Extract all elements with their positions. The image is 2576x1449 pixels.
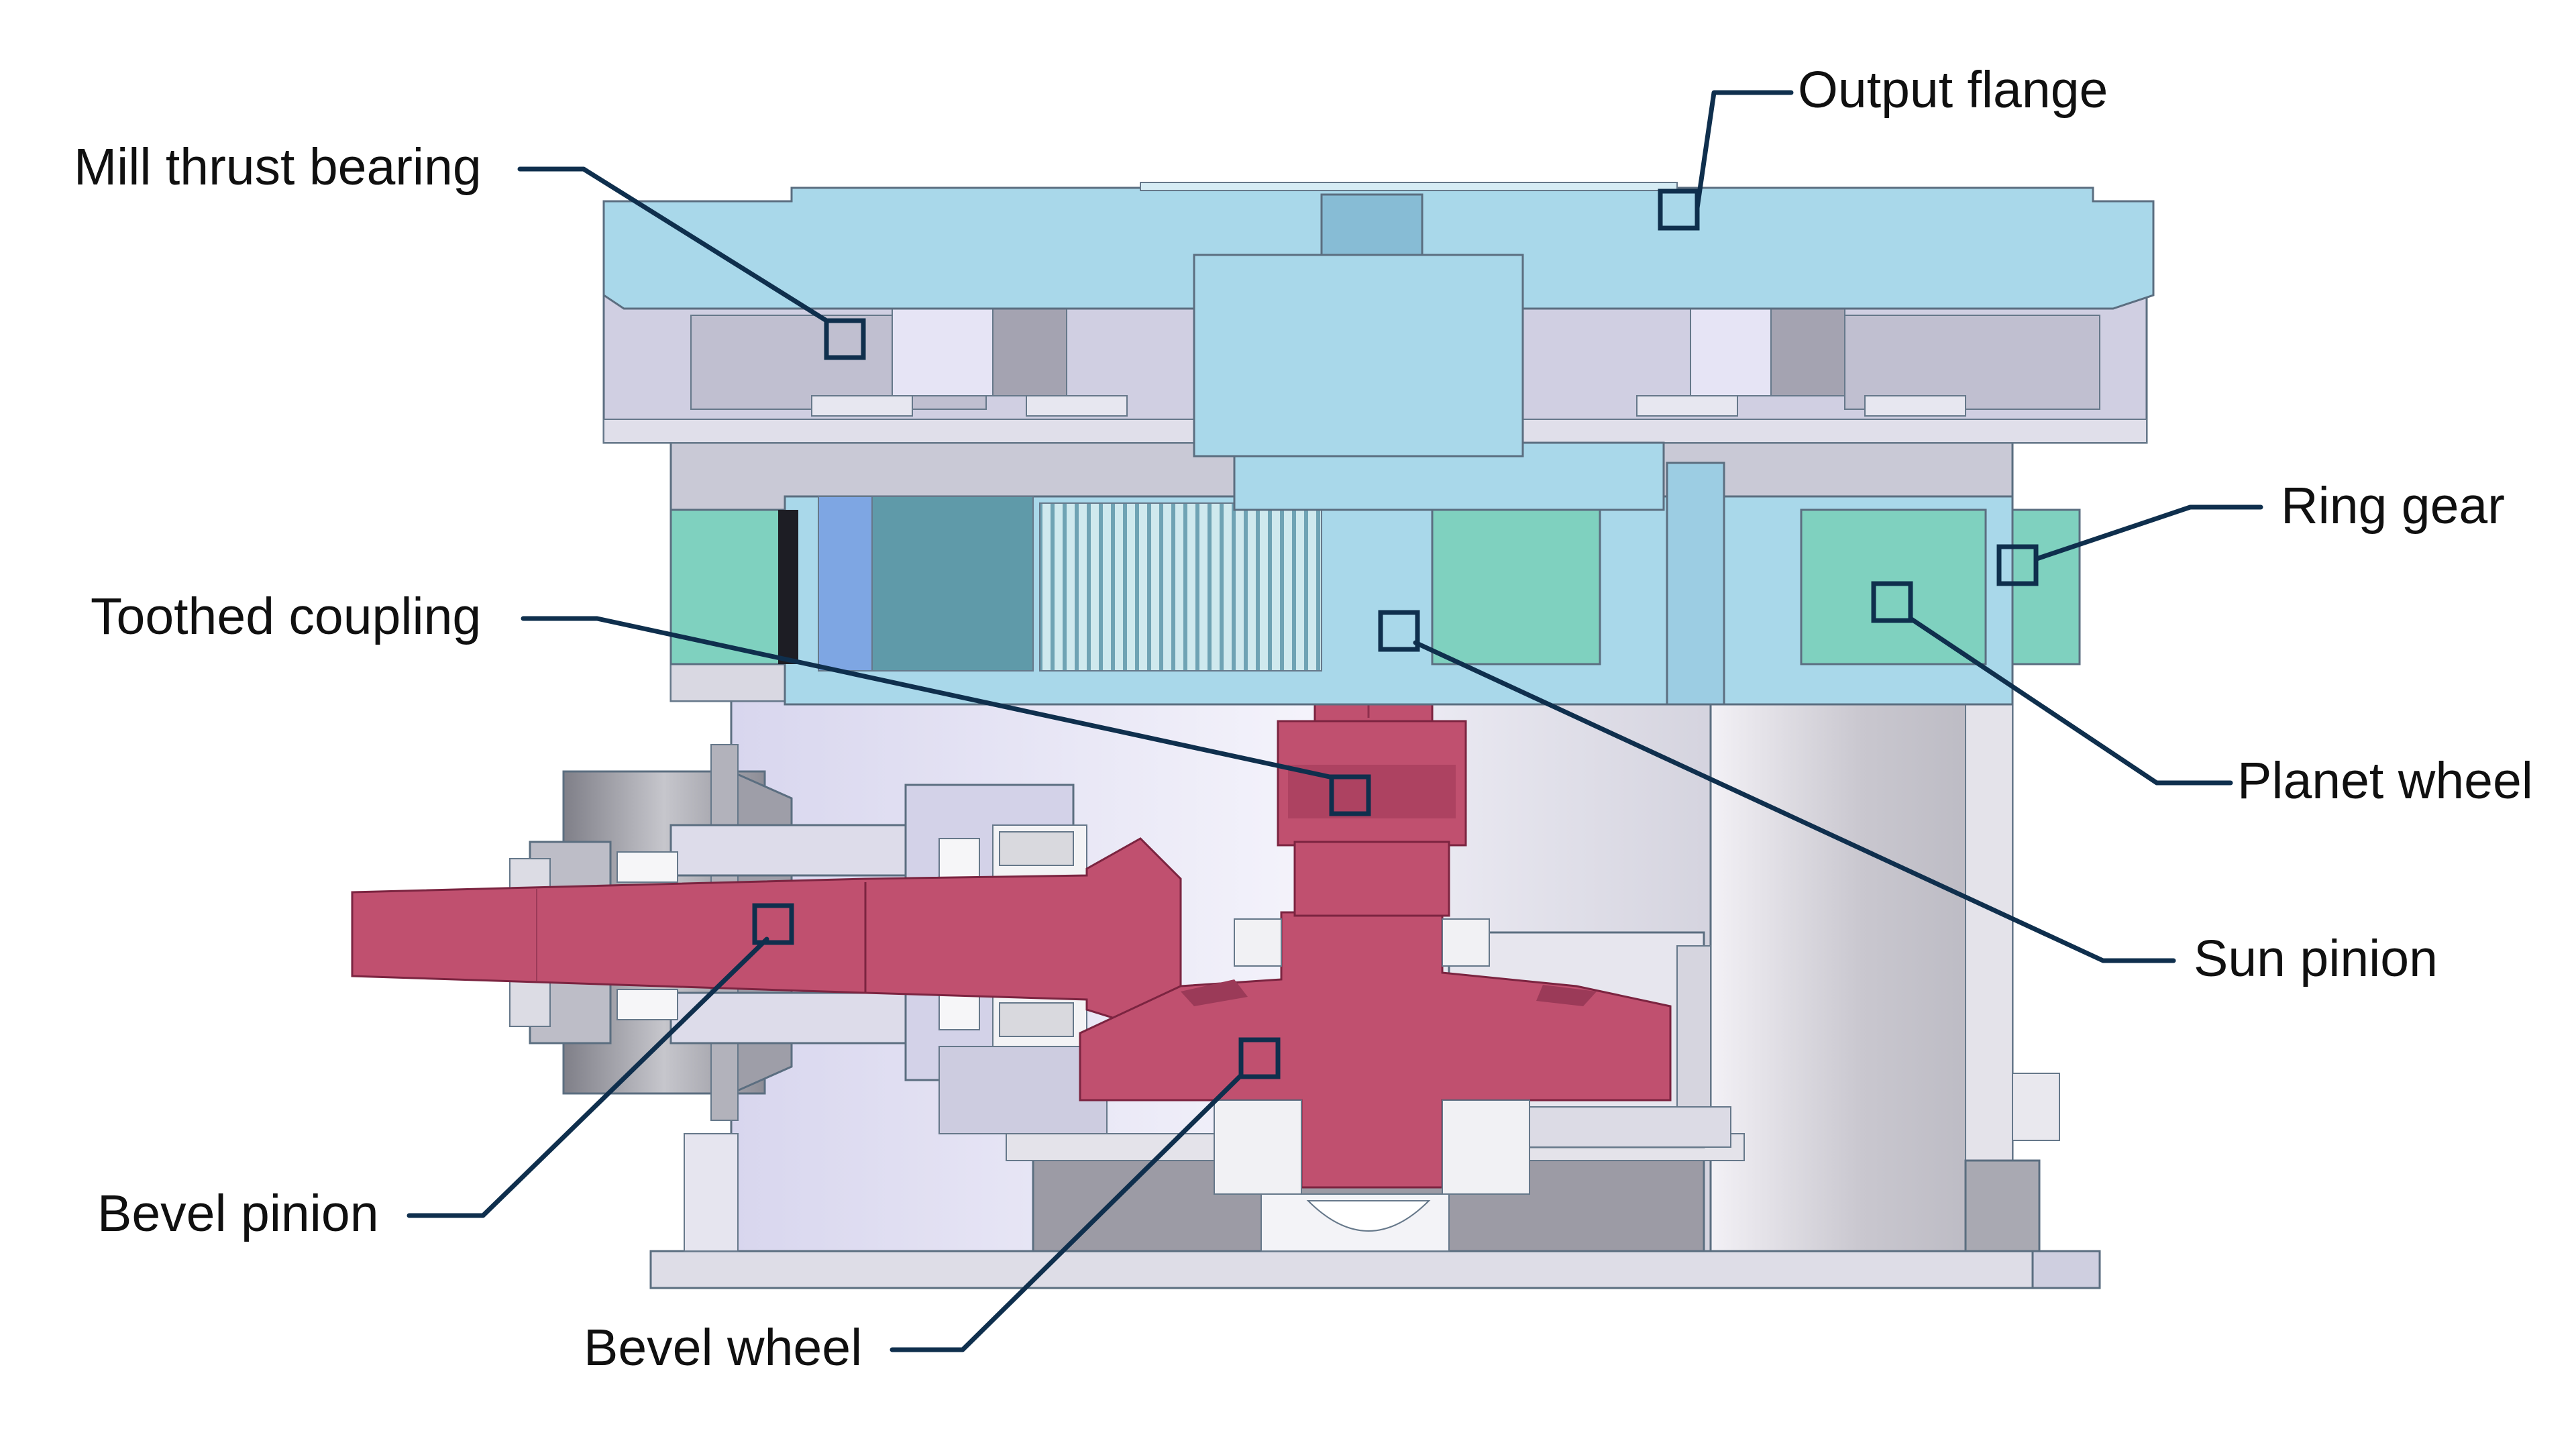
label-ring-gear: Ring gear [2281, 477, 2505, 535]
label-mill-thrust-bearing: Mill thrust bearing [74, 138, 482, 196]
leader-sun-pinion [1413, 640, 2176, 963]
output-flange [602, 182, 2155, 706]
leader-planet-wheel [1908, 616, 2233, 786]
marker-ring-gear [1996, 544, 2039, 586]
leader-toothed-coupling [521, 616, 1332, 780]
marker-planet-wheel [1871, 581, 1913, 623]
marker-sun-pinion [1378, 610, 1420, 652]
marker-output-flange [1658, 189, 1700, 231]
leader-ring-gear [2034, 504, 2263, 561]
part-markers [752, 189, 2039, 1079]
leader-lines [407, 90, 2263, 1352]
label-output-flange: Output flange [1798, 61, 2108, 119]
bevel-wheel-bearings [1214, 918, 1530, 1195]
marker-bevel-pinion [752, 903, 794, 945]
label-bevel-pinion: Bevel pinion [97, 1185, 379, 1242]
leader-output-flange [1695, 90, 1794, 211]
leader-bevel-wheel [890, 1073, 1244, 1352]
label-planet-wheel: Planet wheel [2237, 752, 2533, 810]
label-bevel-wheel: Bevel wheel [584, 1319, 862, 1377]
marker-toothed-coupling [1329, 774, 1371, 816]
label-sun-pinion: Sun pinion [2194, 930, 2438, 987]
marker-bevel-wheel [1238, 1037, 1281, 1079]
leader-mill-thrust-bearing [517, 166, 829, 323]
leader-bevel-pinion [407, 936, 769, 1218]
label-toothed-coupling: Toothed coupling [91, 588, 481, 645]
marker-mill-thrust-bearing [824, 318, 866, 360]
upper-housing [602, 294, 2148, 444]
base-plate [649, 1250, 2101, 1289]
